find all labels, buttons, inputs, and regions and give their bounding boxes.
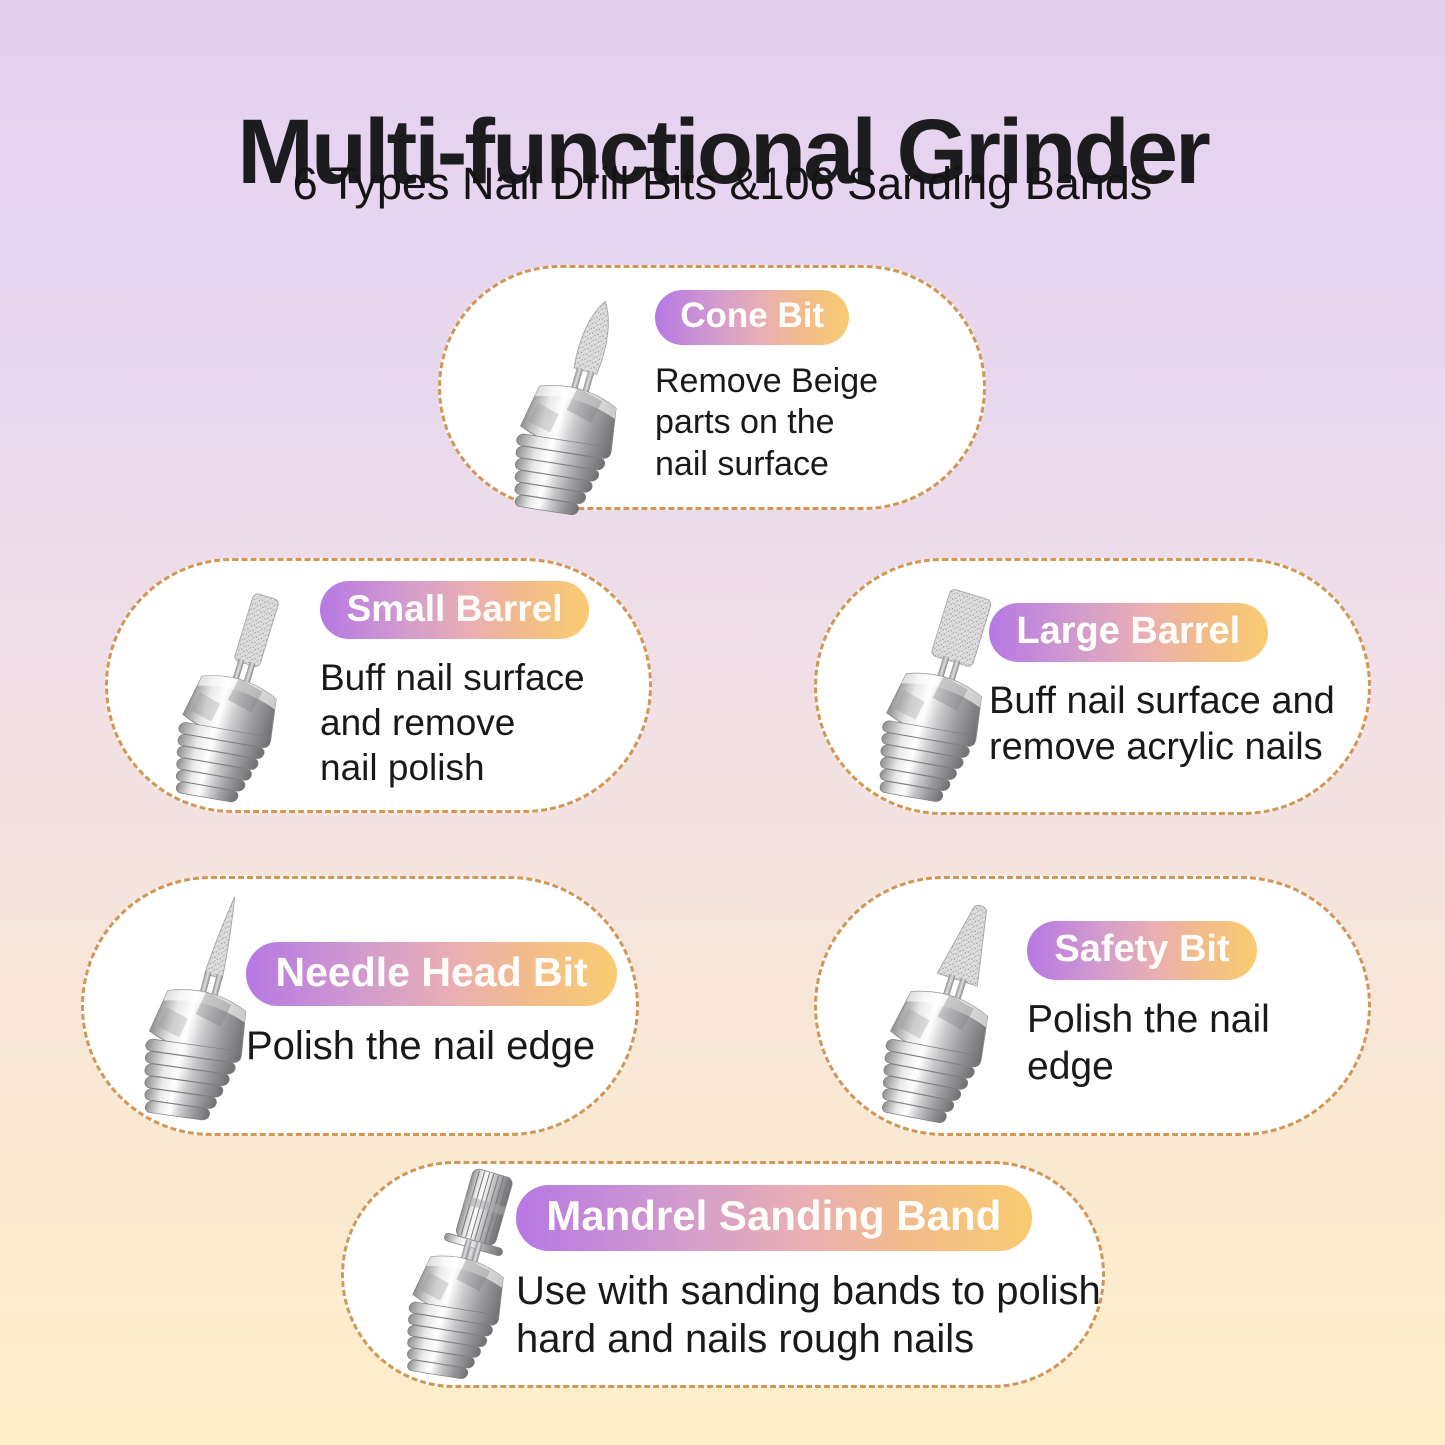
bit-description: Remove Beige parts on the nail surface [655,361,879,483]
card-needle-head-bit: Needle Head Bit Polish the nail edge [81,876,639,1136]
bit-description: Buff nail surface and remove nail polish [320,656,585,788]
small-barrel-bit-image [159,593,292,815]
page-subtitle: 6 Types Nail Drill Bits &106 Sanding Ban… [292,158,1153,209]
mandrel-sanding-band-image [391,1168,518,1392]
page-title: Multi-functional Grinder [237,100,1211,203]
bit-name-badge: Needle Head Bit [246,941,618,1006]
card-content: Needle Head Bit Polish the nail edge [246,941,618,1071]
safety-bit-image [865,904,1005,1136]
bit-description: Buff nail surface and remove acrylic nai… [989,679,1335,768]
bit-name-badge: Mandrel Sanding Band [516,1184,1032,1251]
bit-description: Polish the nail edge [246,1023,596,1068]
bit-name-badge: Large Barrel [989,602,1268,662]
bit-name-badge: Small Barrel [320,581,590,639]
cone-bit-image [498,300,632,529]
card-cone-bit: Cone Bit Remove Beige parts on the nail … [438,265,986,529]
card-content: Large Barrel Buff nail surface and remov… [989,602,1335,771]
card-content: Safety Bit Polish the nail edge [1027,920,1270,1091]
large-barrel-bit-image [863,589,998,815]
bit-description: Use with sanding bands to polish hard an… [516,1268,1101,1362]
bit-name-badge: Safety Bit [1027,920,1257,980]
needle-head-bit-image [128,896,261,1134]
card-small-barrel: Small Barrel Buff nail surface and remov… [105,558,652,815]
card-content: Cone Bit Remove Beige parts on the nail … [655,289,879,485]
card-content: Small Barrel Buff nail surface and remov… [320,581,590,790]
card-large-barrel: Large Barrel Buff nail surface and remov… [814,558,1371,815]
bit-name-badge: Cone Bit [655,289,850,345]
bit-description: Polish the nail edge [1027,997,1270,1089]
card-content: Mandrel Sanding Band Use with sanding ba… [516,1184,1101,1364]
card-safety-bit: Safety Bit Polish the nail edge [814,876,1371,1136]
card-mandrel-sanding-band: Mandrel Sanding Band Use with sanding ba… [341,1161,1105,1392]
